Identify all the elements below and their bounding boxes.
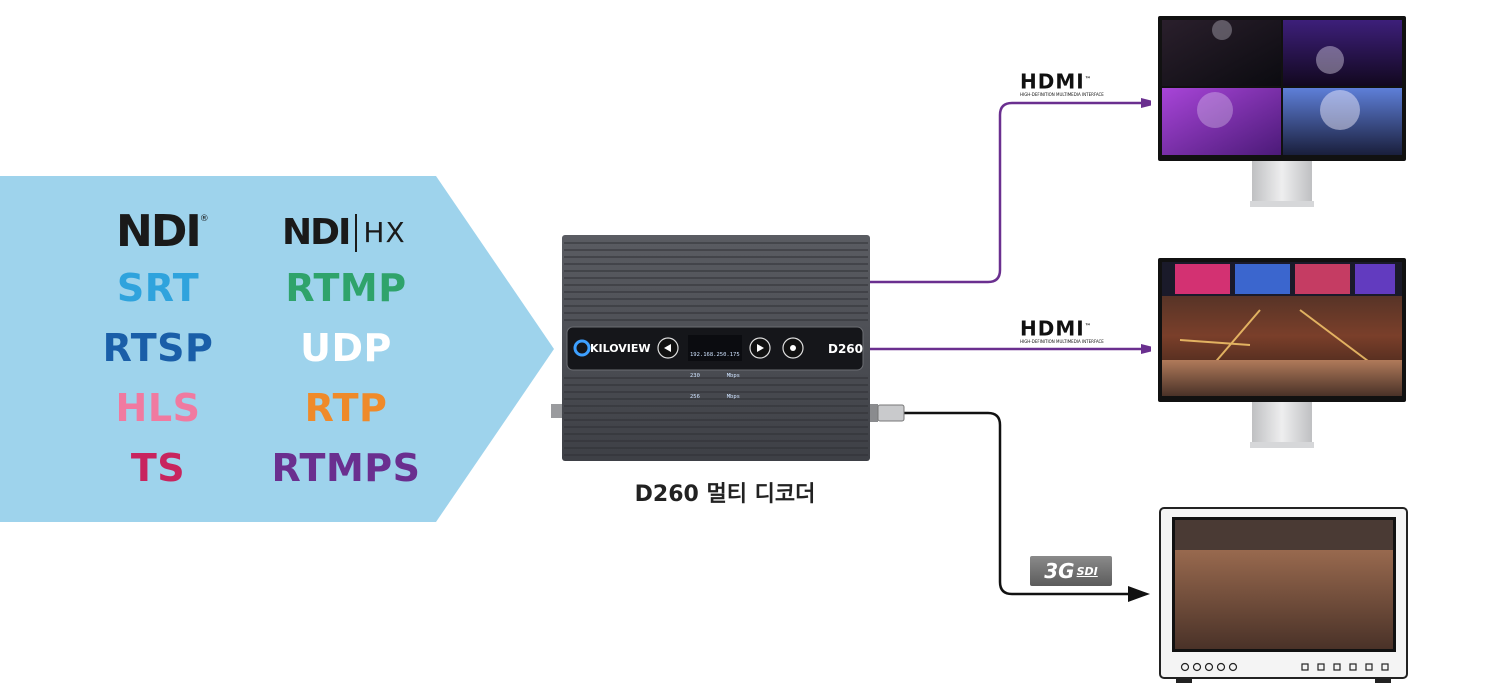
hdmi-label-1: HDMI	[1020, 69, 1085, 94]
input-connector	[551, 404, 562, 418]
ndi-label: NDI	[116, 206, 202, 257]
sdi-line	[904, 411, 1130, 596]
hdmi-logo-2: HDMI™ HIGH-DEFINITION MULTIMEDIA INTERFA…	[1020, 316, 1104, 344]
sdi-3g-label: 3G	[1044, 559, 1075, 583]
protocol-rtp: RTP	[304, 386, 388, 430]
hdmi-label-2: HDMI	[1020, 316, 1085, 341]
ndi-logo: NDI®	[116, 206, 209, 257]
lcd-value-1: 230	[690, 373, 700, 379]
ndi-hx-logo: NDI HX	[282, 212, 406, 253]
sdi-connector	[877, 404, 905, 422]
prev-arrow-icon	[664, 344, 671, 352]
hdmi-sub-2: HIGH-DEFINITION MULTIMEDIA INTERFACE	[1020, 338, 1104, 344]
d260-device	[551, 235, 905, 461]
protocol-rtmp: RTMP	[285, 266, 407, 310]
sdi-logo: 3G SDI	[1030, 556, 1112, 586]
monitor-3	[1159, 507, 1408, 683]
protocol-ts: TS	[130, 446, 186, 490]
protocol-srt: SRT	[116, 266, 200, 310]
hdmi-connector	[870, 404, 878, 422]
device-brand: KILOVIEW	[590, 342, 651, 355]
device-model: D260	[828, 342, 864, 356]
hdmi-logo-1: HDMI™ HIGH-DEFINITION MULTIMEDIA INTERFA…	[1020, 69, 1104, 97]
hdmi-sub-1: HIGH-DEFINITION MULTIMEDIA INTERFACE	[1020, 91, 1104, 97]
protocol-rtmps: RTMPS	[271, 446, 421, 490]
sdi-sdi-label: SDI	[1076, 564, 1098, 578]
monitor-2	[1158, 258, 1406, 448]
ndi-hx-ndi-label: NDI	[282, 212, 351, 253]
lcd-unit-2: Mbps	[726, 394, 740, 400]
next-arrow-icon	[757, 344, 764, 352]
device-caption: D260 멀티 디코더	[634, 482, 816, 507]
monitor-1	[1158, 16, 1406, 207]
protocol-rtsp: RTSP	[102, 326, 214, 370]
hdmi-line-1	[870, 103, 1150, 284]
sdi-arrowhead	[1128, 586, 1150, 602]
device-grooves	[564, 242, 868, 456]
protocol-hls: HLS	[115, 386, 201, 430]
ndi-hx-suffix: HX	[363, 216, 406, 249]
protocol-udp: UDP	[300, 326, 392, 370]
ok-dot-icon	[790, 345, 796, 351]
lcd-ip: 192.168.250.175	[690, 352, 740, 358]
input-arrow	[0, 176, 554, 522]
ndi-hx-divider	[355, 214, 358, 252]
registered-mark: ®	[199, 214, 209, 224]
lcd-unit-1: Mbps	[726, 373, 740, 379]
lcd-value-2: 256	[690, 394, 700, 400]
kiloview-logo-icon	[573, 339, 591, 357]
lcd-screen	[688, 335, 742, 361]
